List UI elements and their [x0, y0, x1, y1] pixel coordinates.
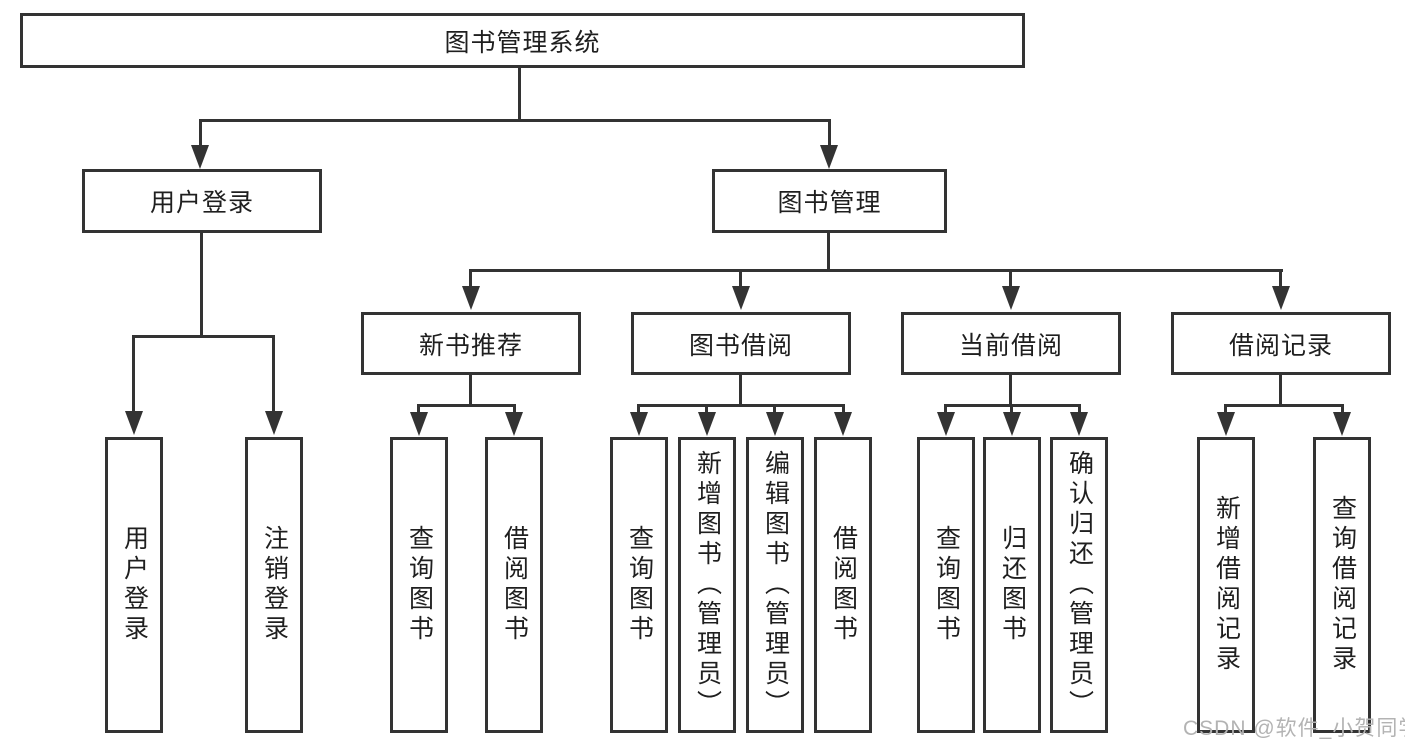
- leaf-confirm-return-admin: 确认归还（管理员）: [1050, 437, 1108, 733]
- arrow-down-icon: [834, 412, 852, 436]
- arrow-down-icon: [1002, 286, 1020, 310]
- connector-drop: [637, 404, 640, 414]
- connector-drop-leaf-login: [132, 335, 135, 413]
- connector-drop-borrow: [739, 269, 742, 286]
- node-label: 用户登录: [120, 525, 149, 645]
- node-label: 图书管理系统: [444, 28, 601, 57]
- node-library-management-system: 图书管理系统: [20, 13, 1025, 68]
- connector-drop: [1078, 404, 1081, 414]
- node-label: 查询图书: [405, 525, 434, 645]
- connector-drop-current: [1009, 269, 1012, 286]
- arrow-down-icon: [937, 412, 955, 436]
- node-label: 新增借阅记录: [1212, 495, 1241, 675]
- arrow-down-icon: [1003, 412, 1021, 436]
- leaf-query-borrow-record: 查询借阅记录: [1313, 437, 1371, 733]
- leaf-query-books-recommend: 查询图书: [390, 437, 448, 733]
- arrow-down-icon: [1217, 412, 1235, 436]
- node-borrow-records: 借阅记录: [1171, 312, 1391, 375]
- leaf-user-login: 用户登录: [105, 437, 163, 733]
- node-label: 编辑图书（管理员）: [761, 450, 790, 720]
- leaf-logout: 注销登录: [245, 437, 303, 733]
- arrow-down-icon: [1333, 412, 1351, 436]
- arrow-down-icon: [125, 411, 143, 435]
- arrow-down-icon: [1272, 286, 1290, 310]
- arrow-down-icon: [766, 412, 784, 436]
- leaf-query-books-borrow: 查询图书: [610, 437, 668, 733]
- leaf-borrow-books-recommend: 借阅图书: [485, 437, 543, 733]
- node-label: 图书管理: [777, 189, 882, 217]
- leaf-add-books-admin: 新增图书（管理员）: [678, 437, 736, 733]
- node-label: 图书借阅: [688, 331, 793, 360]
- arrow-down-icon: [732, 286, 750, 310]
- connector-drop: [1224, 404, 1227, 414]
- connector-drop: [1341, 404, 1344, 414]
- arrow-down-icon: [191, 145, 209, 169]
- node-label: 新增图书（管理员）: [693, 450, 722, 720]
- connector-drop: [417, 404, 420, 414]
- node-label: 归还图书: [998, 525, 1027, 645]
- node-current-borrow: 当前借阅: [901, 312, 1121, 375]
- leaf-borrow-books: 借阅图书: [814, 437, 872, 733]
- node-label: 查询借阅记录: [1328, 495, 1357, 675]
- arrow-down-icon: [820, 145, 838, 169]
- node-label: 当前借阅: [958, 331, 1063, 360]
- node-label: 借阅记录: [1228, 331, 1333, 360]
- node-label: 用户登录: [149, 189, 254, 217]
- leaf-query-books-current: 查询图书: [917, 437, 975, 733]
- connector-drop-book-management: [828, 119, 831, 147]
- connector-recommend-bar: [417, 404, 516, 407]
- connector-drop-records: [1279, 269, 1282, 286]
- connector-root-stem: [518, 68, 521, 121]
- connector-borrow-stem: [739, 375, 742, 407]
- arrow-down-icon: [630, 412, 648, 436]
- connector-root-bar: [199, 119, 831, 122]
- node-label: 借阅图书: [829, 525, 858, 645]
- node-label: 查询图书: [932, 525, 961, 645]
- connector-drop-recommend: [469, 269, 472, 286]
- connector-borrow-bar: [637, 404, 845, 407]
- connector-drop-user-login: [199, 119, 202, 147]
- node-book-borrow: 图书借阅: [631, 312, 851, 375]
- node-label: 注销登录: [260, 525, 289, 645]
- leaf-return-books: 归还图书: [983, 437, 1041, 733]
- leaf-add-borrow-record: 新增借阅记录: [1197, 437, 1255, 733]
- connector-login-bar: [132, 335, 275, 338]
- leaf-edit-books-admin: 编辑图书（管理员）: [746, 437, 804, 733]
- connector-records-stem: [1279, 375, 1282, 407]
- node-label: 查询图书: [625, 525, 654, 645]
- connector-login-stem: [200, 233, 203, 335]
- connector-manage-bar: [469, 269, 1283, 272]
- connector-drop: [1010, 404, 1013, 414]
- connector-recommend-stem: [469, 375, 472, 407]
- arrow-down-icon: [1070, 412, 1088, 436]
- node-new-book-recommend: 新书推荐: [361, 312, 581, 375]
- arrow-down-icon: [462, 286, 480, 310]
- connector-records-bar: [1224, 404, 1344, 407]
- connector-manage-stem: [827, 233, 830, 271]
- arrow-down-icon: [410, 412, 428, 436]
- node-book-management: 图书管理: [712, 169, 947, 233]
- connector-drop: [842, 404, 845, 414]
- node-label: 确认归还（管理员）: [1065, 450, 1094, 720]
- arrow-down-icon: [505, 412, 523, 436]
- connector-drop-leaf-logout: [272, 335, 275, 413]
- arrow-down-icon: [265, 411, 283, 435]
- connector-drop: [705, 404, 708, 414]
- arrow-down-icon: [698, 412, 716, 436]
- node-label: 借阅图书: [500, 525, 529, 645]
- node-user-login: 用户登录: [82, 169, 322, 233]
- node-label: 新书推荐: [418, 331, 523, 360]
- connector-drop: [944, 404, 947, 414]
- connector-drop: [773, 404, 776, 414]
- csdn-watermark: CSDN @软件_小贺同学: [1183, 717, 1405, 740]
- connector-drop: [513, 404, 516, 414]
- connector-current-stem: [1009, 375, 1012, 407]
